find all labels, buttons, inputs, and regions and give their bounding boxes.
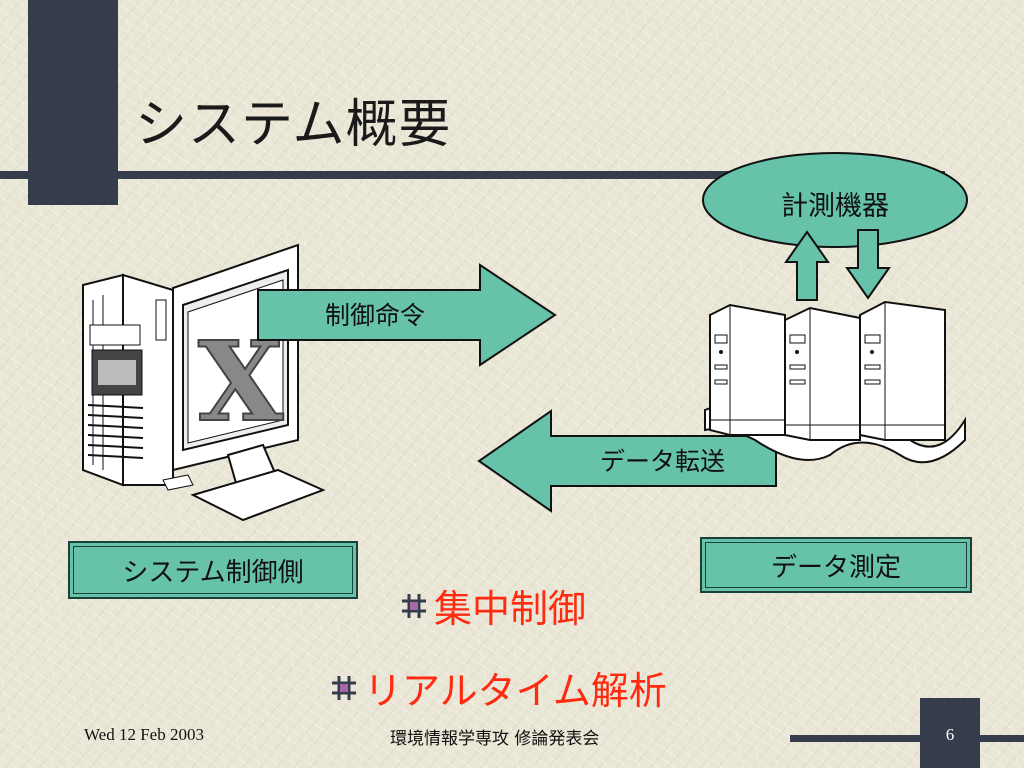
page-number: 6 xyxy=(945,725,955,744)
server-cluster-icon xyxy=(704,300,966,464)
bullet-icon xyxy=(332,675,356,700)
bullet-text: 集中制御 xyxy=(434,587,587,631)
control-command-arrow xyxy=(257,263,557,367)
up-arrow-icon xyxy=(784,230,830,301)
slide-title: システム概要 xyxy=(135,95,452,155)
footer-line xyxy=(790,735,1024,742)
bullet-item: リアルタイム解析 xyxy=(330,660,667,715)
down-arrow-icon xyxy=(845,229,891,300)
left-dark-bar xyxy=(28,0,118,205)
system-control-side-box: システム制御側 xyxy=(68,541,358,599)
bullet-item: 集中制御 xyxy=(400,578,586,633)
bullet-icon xyxy=(402,593,426,618)
bullet-text: リアルタイム解析 xyxy=(364,669,667,713)
data-measurement-label: データ測定 xyxy=(770,552,901,583)
title-underline xyxy=(0,171,945,179)
system-control-side-label: システム制御側 xyxy=(122,557,304,588)
footer-date: Wed 12 Feb 2003 xyxy=(84,725,204,744)
instrument-label: 計測機器 xyxy=(781,191,889,222)
data-transfer-arrow xyxy=(477,409,777,513)
footer-dark-block xyxy=(920,698,980,768)
instrument-ellipse xyxy=(702,152,968,248)
control-command-label: 制御命令 xyxy=(324,301,425,330)
data-transfer-label: データ転送 xyxy=(599,447,725,476)
footer-center: 環境情報学専攻 修論発表会 xyxy=(390,729,600,749)
data-measurement-box: データ測定 xyxy=(700,537,972,593)
